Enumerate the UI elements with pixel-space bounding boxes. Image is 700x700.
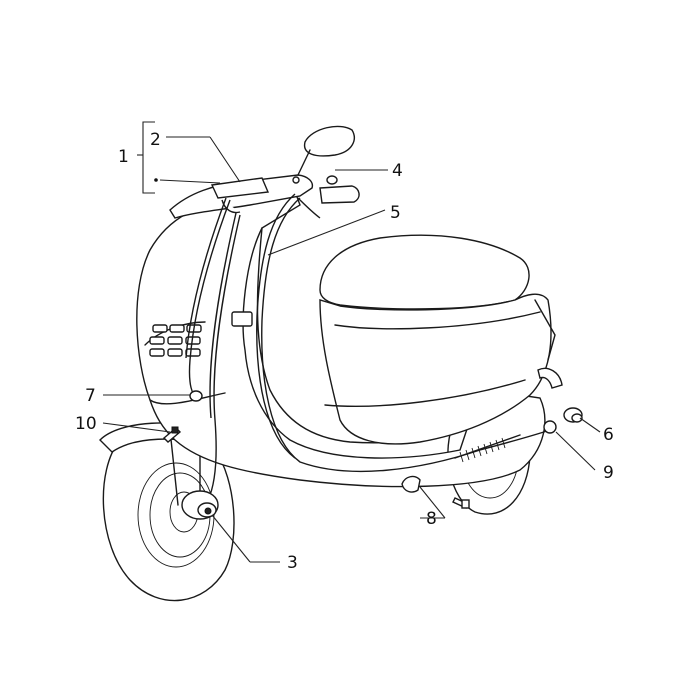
front-hub (181, 490, 219, 520)
rear-brake-cable (261, 197, 551, 473)
callout-3: 3 (287, 553, 298, 573)
clip (401, 475, 421, 493)
bolt (452, 497, 470, 509)
scooter-illustration (99, 125, 583, 602)
callout-1: 1 (118, 147, 129, 167)
speedometer-cable-outer (209, 212, 237, 419)
front-grille (149, 311, 253, 357)
callout-4: 4 (392, 161, 403, 181)
callout-9: 9 (603, 463, 614, 483)
callout-5: 5 (390, 203, 401, 223)
cable-clip (189, 390, 203, 402)
nut (543, 420, 557, 434)
callout-7: 7 (85, 386, 96, 406)
speedometer-cable (207, 214, 241, 501)
rear-brake-cable-outer (256, 193, 296, 459)
handlebar (169, 125, 360, 219)
callout-8: 8 (426, 509, 437, 529)
adjuster (563, 407, 583, 423)
callout-6: 6 (603, 425, 614, 445)
callout-labels: 1 2 3 4 5 6 7 8 9 10 (75, 130, 614, 573)
callout-10: 10 (75, 414, 97, 434)
rear-cable-thread (454, 434, 521, 463)
seat-and-rear-body (319, 234, 563, 445)
callout-2: 2 (150, 130, 161, 150)
front-brake-cable (188, 199, 231, 401)
screw-small (162, 426, 182, 443)
leader-lines (102, 121, 601, 563)
front-brake-cable-outer (185, 197, 227, 359)
